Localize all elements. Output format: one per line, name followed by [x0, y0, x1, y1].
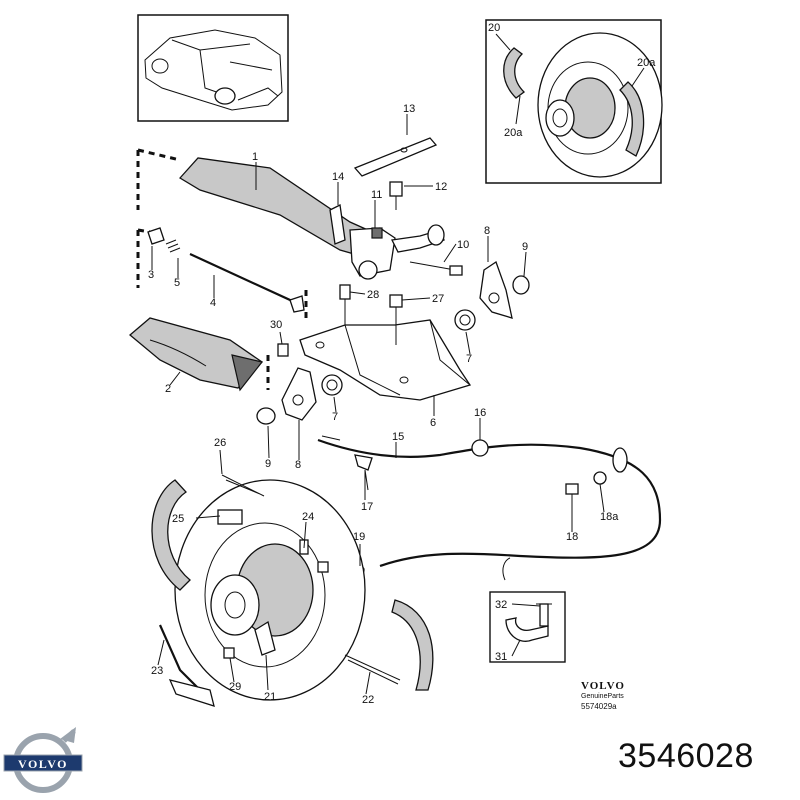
label-20a-bottom: 20a	[504, 127, 523, 139]
label-24: 24	[302, 511, 314, 523]
brake-shoe-inset	[485, 19, 663, 184]
label-14: 14	[332, 171, 344, 183]
label-29: 29	[229, 681, 241, 693]
vehicle-inset	[137, 14, 289, 122]
label-7-left: 7	[332, 411, 338, 423]
label-25: 25	[172, 513, 184, 525]
label-20: 20	[488, 22, 500, 34]
label-10: 10	[457, 239, 469, 251]
label-27: 27	[432, 293, 444, 305]
volvo-logo: VOLVO	[3, 727, 83, 793]
label-22: 22	[362, 694, 374, 706]
label-20a-top: 20a	[637, 57, 656, 69]
part-labels: 1 2 3 4 5 6 7 7 8 8 9 9 10 11 12 13 14 1…	[148, 22, 656, 706]
label-7-right: 7	[466, 353, 472, 365]
pivot-arms	[256, 260, 530, 425]
brake-cables	[317, 435, 662, 575]
label-6: 6	[430, 417, 436, 429]
genuine-parts-block: VOLVO GenuineParts 5574029a	[581, 680, 625, 711]
label-31: 31	[495, 651, 507, 663]
part-number: 3546028	[618, 737, 754, 775]
label-8-left: 8	[295, 459, 301, 471]
leader-lines	[151, 33, 645, 695]
label-3: 3	[148, 269, 154, 281]
label-26: 26	[214, 437, 226, 449]
label-9-right: 9	[522, 241, 528, 253]
bracket-assembly	[299, 284, 476, 401]
label-4: 4	[210, 297, 216, 309]
brand-text: VOLVO	[581, 680, 625, 692]
label-23: 23	[151, 665, 163, 677]
rod-assembly	[136, 148, 308, 390]
label-5: 5	[174, 277, 180, 289]
label-13: 13	[403, 103, 415, 115]
label-8-right: 8	[484, 225, 490, 237]
label-19: 19	[353, 531, 365, 543]
drawing-number: 5574029a	[581, 702, 617, 711]
label-18: 18	[566, 531, 578, 543]
hand-brake-lever	[178, 137, 463, 280]
label-17: 17	[361, 501, 373, 513]
label-32: 32	[495, 599, 507, 611]
label-12: 12	[435, 181, 447, 193]
label-11: 11	[371, 189, 382, 201]
brake-shoes-and-hub	[151, 474, 434, 707]
label-2: 2	[165, 383, 171, 395]
label-18a: 18a	[600, 511, 619, 523]
clamp-inset	[489, 557, 566, 663]
lever-cover	[128, 317, 264, 392]
label-1: 1	[252, 151, 258, 163]
label-30: 30	[270, 319, 282, 331]
label-16: 16	[474, 407, 486, 419]
label-28: 28	[367, 289, 379, 301]
label-15: 15	[392, 431, 404, 443]
logo-wordmark: VOLVO	[18, 757, 68, 771]
genuine-parts-text: GenuineParts	[581, 693, 624, 700]
label-21: 21	[264, 691, 276, 703]
label-9-left: 9	[265, 458, 271, 470]
